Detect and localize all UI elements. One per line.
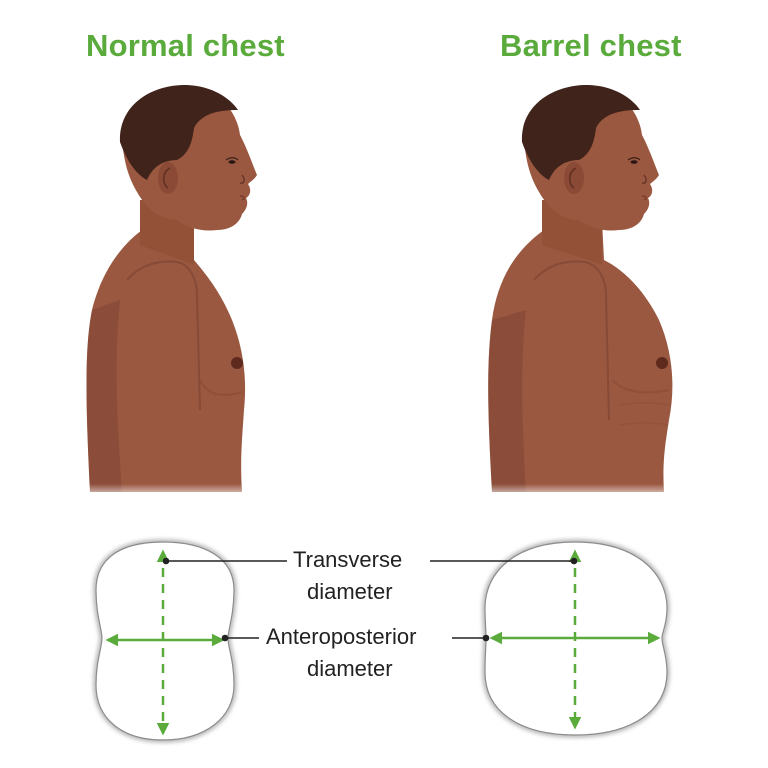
normal-cross-section	[93, 539, 237, 743]
label-transverse-diameter-line2: diameter	[307, 579, 393, 604]
normal-chest-figure	[82, 84, 282, 500]
label-anteroposterior-diameter-line2: diameter	[307, 656, 393, 681]
title-normal-chest: Normal chest	[86, 28, 285, 63]
label-transverse-diameter: Transverse	[293, 547, 403, 572]
title-barrel-chest: Barrel chest	[500, 28, 682, 63]
leader-lines	[162, 557, 578, 642]
body-silhouette	[484, 84, 694, 500]
barrel-chest-figure	[484, 84, 694, 500]
body-silhouette	[82, 84, 282, 500]
label-anteroposterior-diameter: Anteroposterior	[266, 624, 417, 649]
barrel-cross-section	[482, 539, 670, 738]
